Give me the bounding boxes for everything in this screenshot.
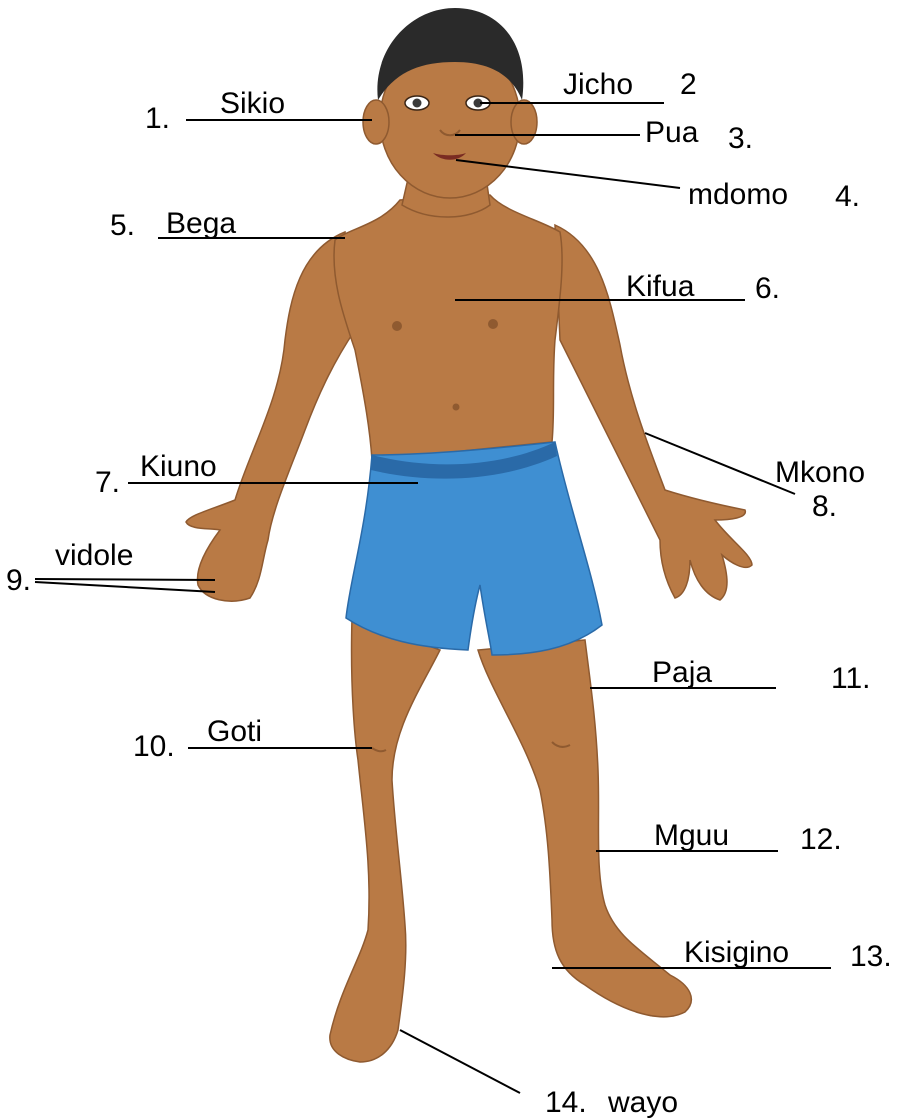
vidole-word: vidole bbox=[55, 539, 133, 572]
goti-word: Goti bbox=[207, 715, 262, 748]
left-ear bbox=[363, 100, 389, 144]
vidole-leader-b bbox=[35, 582, 215, 592]
wayo-word: wayo bbox=[607, 1086, 678, 1119]
goti-number: 10. bbox=[133, 730, 175, 763]
kisigino-word: Kisigino bbox=[684, 936, 789, 969]
bega-word: Bega bbox=[166, 207, 236, 240]
sikio-word: Sikio bbox=[220, 87, 285, 120]
bega-number: 5. bbox=[110, 209, 135, 242]
sikio-number: 1. bbox=[145, 102, 170, 135]
vidole-leader-a bbox=[35, 579, 215, 580]
wayo-number: 14. bbox=[545, 1086, 587, 1119]
paja-number: 11. bbox=[831, 662, 870, 695]
kifua-number: 6. bbox=[755, 272, 780, 305]
mkono-number: 8. bbox=[812, 490, 837, 523]
pua-number: 3. bbox=[728, 122, 753, 155]
wayo-leader bbox=[400, 1030, 520, 1093]
pua-word: Pua bbox=[645, 116, 699, 149]
left-pupil bbox=[413, 99, 422, 108]
mguu-word: Mguu bbox=[654, 819, 729, 852]
right-nipple bbox=[488, 319, 498, 329]
paja-word: Paja bbox=[652, 656, 712, 689]
torso bbox=[334, 195, 562, 460]
jicho-word: Jicho bbox=[563, 68, 633, 101]
legs bbox=[330, 618, 691, 1062]
boy-illustration bbox=[186, 8, 752, 1062]
mdomo-word: mdomo bbox=[688, 178, 788, 211]
kisigino-number: 13. bbox=[850, 940, 892, 973]
kifua-word: Kifua bbox=[626, 270, 695, 303]
right-ear bbox=[511, 100, 537, 144]
jicho-number: 2 bbox=[680, 68, 697, 101]
mkono-word: Mkono bbox=[775, 456, 865, 489]
mdomo-number: 4. bbox=[835, 180, 860, 213]
navel bbox=[453, 404, 460, 411]
left-nipple bbox=[392, 321, 402, 331]
mkono-leader bbox=[645, 433, 795, 494]
mguu-number: 12. bbox=[800, 823, 842, 856]
kiuno-word: Kiuno bbox=[140, 450, 217, 483]
vidole-number: 9. bbox=[6, 564, 31, 597]
kiuno-number: 7. bbox=[95, 466, 120, 499]
